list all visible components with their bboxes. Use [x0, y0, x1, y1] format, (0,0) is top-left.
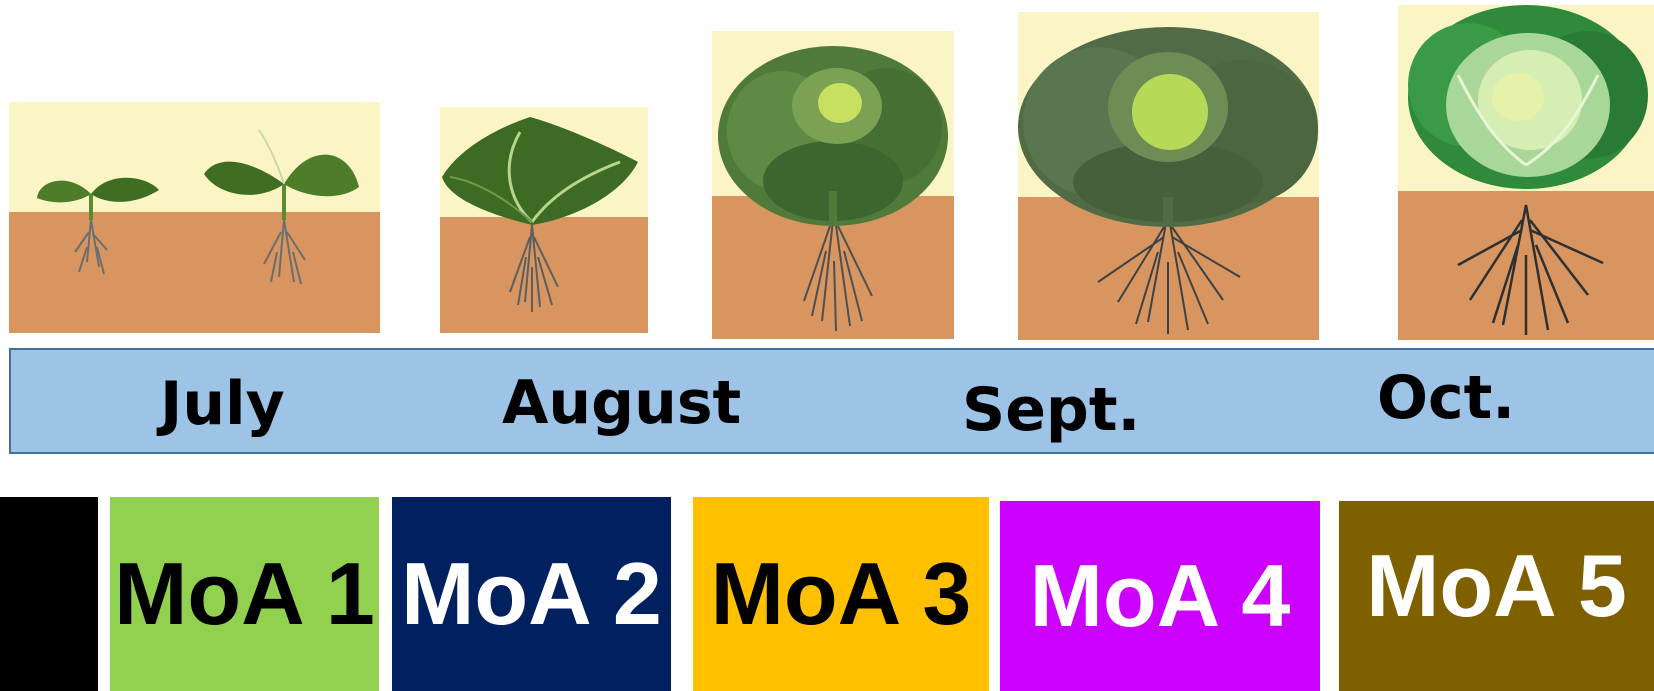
month-august: August — [502, 373, 741, 433]
stage-panel-oct — [1398, 5, 1654, 340]
young-cabbage-icon — [440, 107, 648, 333]
moa-block-4: MoA 4 — [1000, 501, 1320, 691]
stage-panel-aug-sept — [712, 31, 954, 339]
moa-label: MoA 4 — [1030, 545, 1291, 647]
stage-panel-july — [9, 102, 380, 333]
large-cabbage-icon — [1018, 12, 1319, 340]
moa-block-0 — [0, 497, 98, 691]
moa-block-3: MoA 3 — [693, 497, 989, 691]
stage-panel-sept — [1018, 12, 1319, 340]
mature-cabbage-icon — [1398, 5, 1654, 340]
month-sept: Sept. — [962, 380, 1140, 440]
moa-label: MoA 2 — [401, 543, 662, 645]
month-oct: Oct. — [1377, 368, 1515, 428]
two-seedlings-icon — [9, 102, 380, 333]
stage-panel-august — [440, 107, 648, 333]
heading-cabbage-icon — [712, 31, 954, 339]
moa-label: MoA 1 — [114, 543, 375, 645]
month-july: July — [160, 374, 285, 434]
moa-label: MoA 5 — [1366, 535, 1627, 637]
moa-block-2: MoA 2 — [392, 497, 671, 691]
moa-block-1: MoA 1 — [110, 497, 379, 691]
moa-label: MoA 3 — [711, 543, 972, 645]
moa-block-5: MoA 5 — [1339, 501, 1654, 691]
